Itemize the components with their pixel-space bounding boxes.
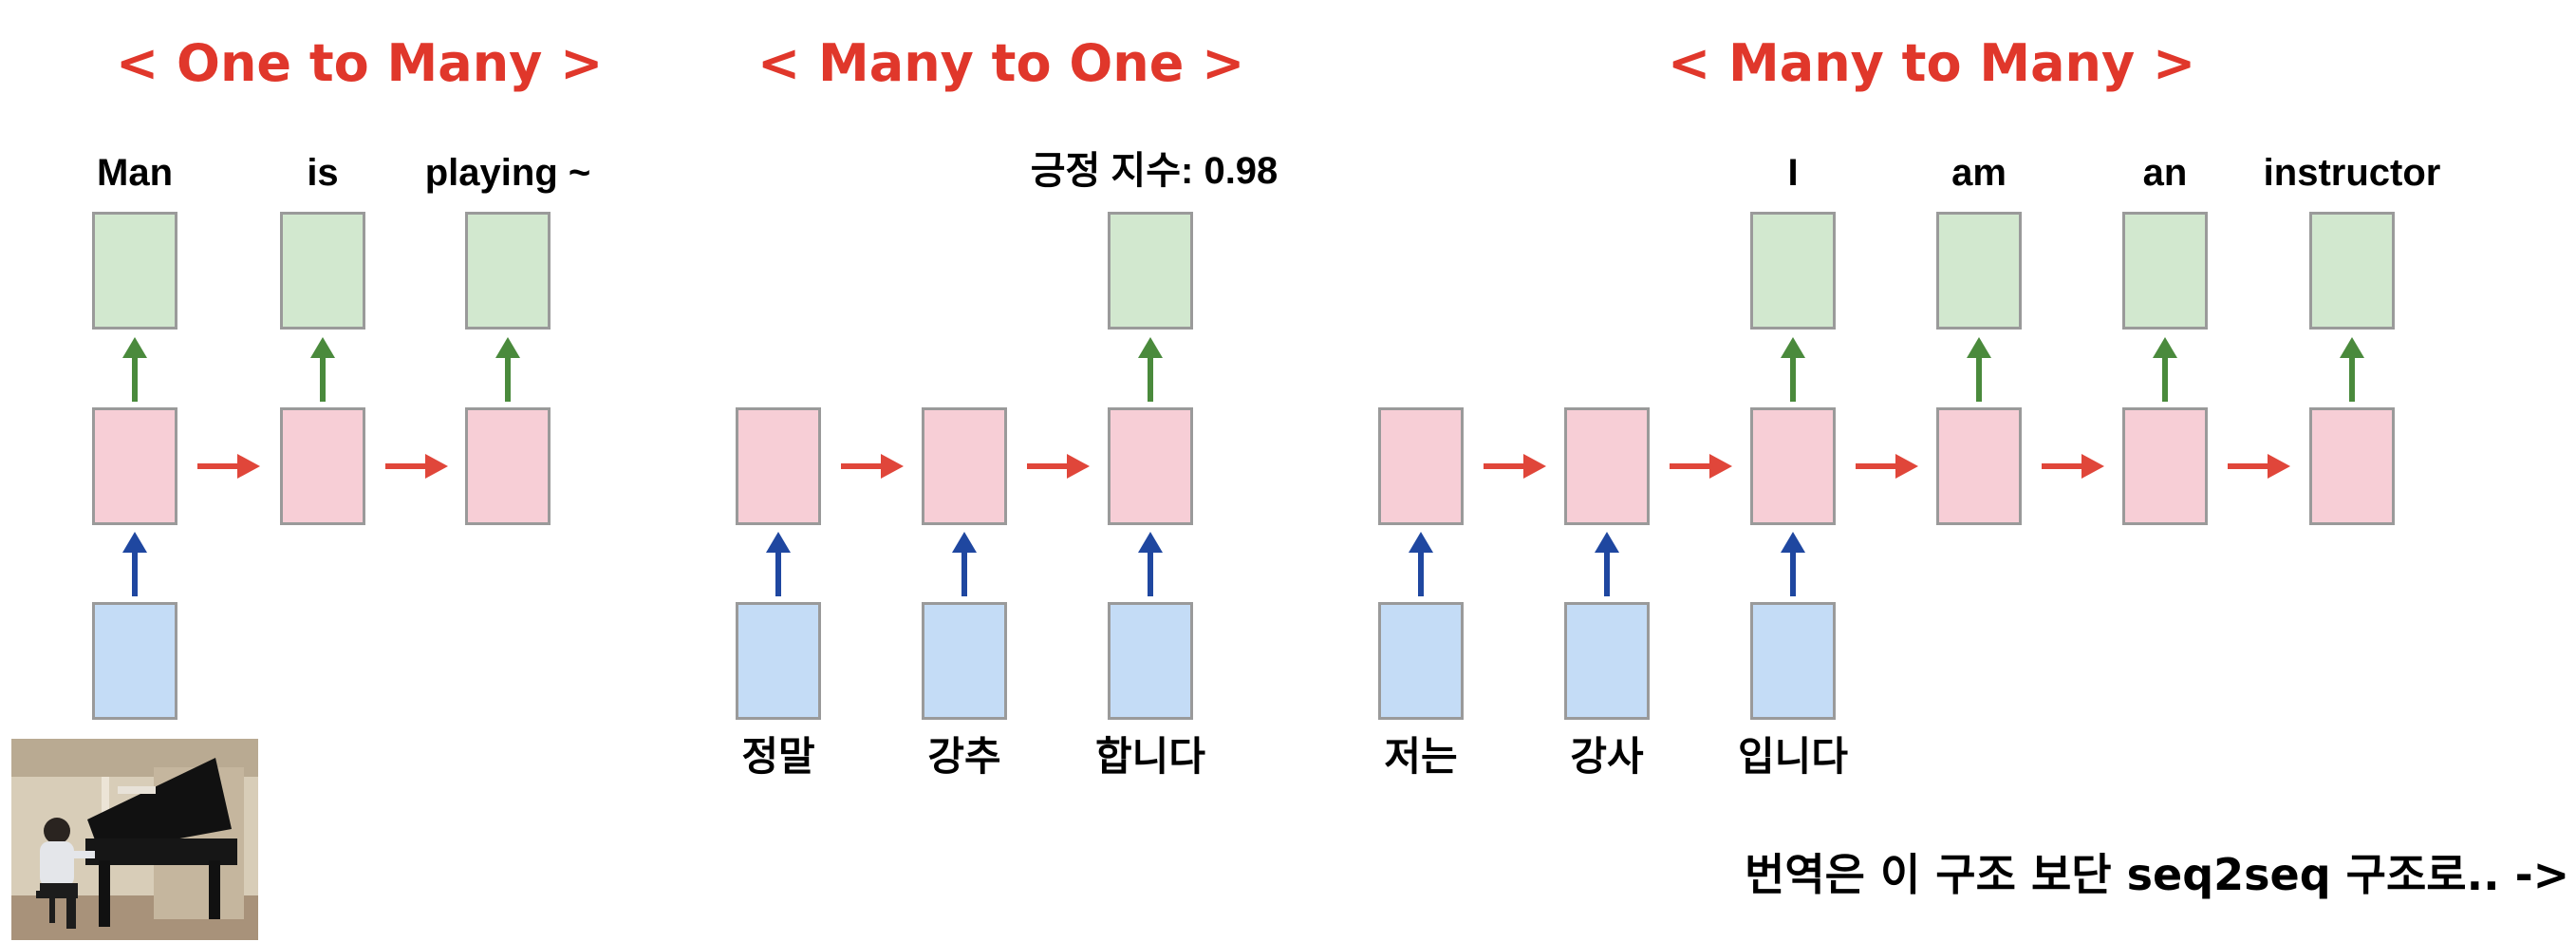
output-box xyxy=(92,212,177,330)
up-arrow-green-icon xyxy=(1781,337,1805,402)
input-box xyxy=(1378,602,1464,720)
hidden-state-box xyxy=(280,407,365,525)
input-word: 강추 xyxy=(927,733,1001,780)
up-arrow-blue-icon xyxy=(122,532,147,596)
up-arrow-blue-icon xyxy=(1595,532,1619,596)
output-box xyxy=(465,212,551,330)
hidden-state-box xyxy=(92,407,177,525)
right-arrow-red-icon xyxy=(1856,454,1918,479)
input-box xyxy=(92,602,177,720)
output-word-man: Man xyxy=(97,152,173,194)
input-box xyxy=(1750,602,1836,720)
output-word: an xyxy=(2142,152,2188,194)
hidden-state-box xyxy=(465,407,551,525)
right-arrow-red-icon xyxy=(2042,454,2104,479)
right-arrow-red-icon xyxy=(2228,454,2290,479)
up-arrow-blue-icon xyxy=(1138,532,1163,596)
up-arrow-blue-icon xyxy=(952,532,977,596)
many-to-many-title: < Many to Many > xyxy=(1668,33,2196,93)
hidden-state-box xyxy=(1564,407,1650,525)
output-box xyxy=(2122,212,2208,330)
output-word-playing: playing ~ xyxy=(424,152,591,194)
up-arrow-green-icon xyxy=(2153,337,2177,402)
input-box xyxy=(1564,602,1650,720)
input-word: 강사 xyxy=(1570,733,1644,780)
output-box xyxy=(1936,212,2022,330)
output-box xyxy=(1750,212,1836,330)
up-arrow-green-icon xyxy=(1138,337,1163,402)
up-arrow-blue-icon xyxy=(1409,532,1433,596)
up-arrow-blue-icon xyxy=(1781,532,1805,596)
input-box xyxy=(922,602,1007,720)
piano-player-photo xyxy=(11,739,258,940)
up-arrow-green-icon xyxy=(310,337,335,402)
input-word: 합니다 xyxy=(1095,733,1205,780)
input-word: 저는 xyxy=(1384,733,1458,780)
up-arrow-green-icon xyxy=(2340,337,2364,402)
up-arrow-green-icon xyxy=(1967,337,1991,402)
right-arrow-red-icon xyxy=(197,454,260,479)
output-word-is: is xyxy=(307,152,339,194)
one-to-many-title: < One to Many > xyxy=(116,33,604,93)
up-arrow-green-icon xyxy=(495,337,520,402)
footer-note: 번역은 이 구조 보단 seq2seq 구조로.. -> xyxy=(1745,849,2570,900)
hidden-state-box xyxy=(1750,407,1836,525)
input-box xyxy=(1108,602,1193,720)
right-arrow-red-icon xyxy=(841,454,904,479)
right-arrow-red-icon xyxy=(1670,454,1732,479)
right-arrow-red-icon xyxy=(385,454,448,479)
hidden-state-box xyxy=(1378,407,1464,525)
right-arrow-red-icon xyxy=(1027,454,1090,479)
up-arrow-blue-icon xyxy=(766,532,791,596)
output-box xyxy=(280,212,365,330)
sentiment-score-label: 긍정 지수: 0.98 xyxy=(1030,150,1279,192)
many-to-one-title: < Many to One > xyxy=(757,33,1245,93)
hidden-state-box xyxy=(1936,407,2022,525)
input-box xyxy=(736,602,821,720)
hidden-state-box xyxy=(922,407,1007,525)
right-arrow-red-icon xyxy=(1484,454,1546,479)
output-box xyxy=(1108,212,1193,330)
output-word: I xyxy=(1787,152,1799,194)
up-arrow-green-icon xyxy=(122,337,147,402)
hidden-state-box xyxy=(1108,407,1193,525)
hidden-state-box xyxy=(2309,407,2395,525)
input-word: 정말 xyxy=(741,733,815,780)
input-word: 입니다 xyxy=(1738,733,1848,780)
output-word: instructor xyxy=(2263,152,2441,194)
hidden-state-box xyxy=(736,407,821,525)
hidden-state-box xyxy=(2122,407,2208,525)
output-word: am xyxy=(1951,152,2007,194)
output-box xyxy=(2309,212,2395,330)
